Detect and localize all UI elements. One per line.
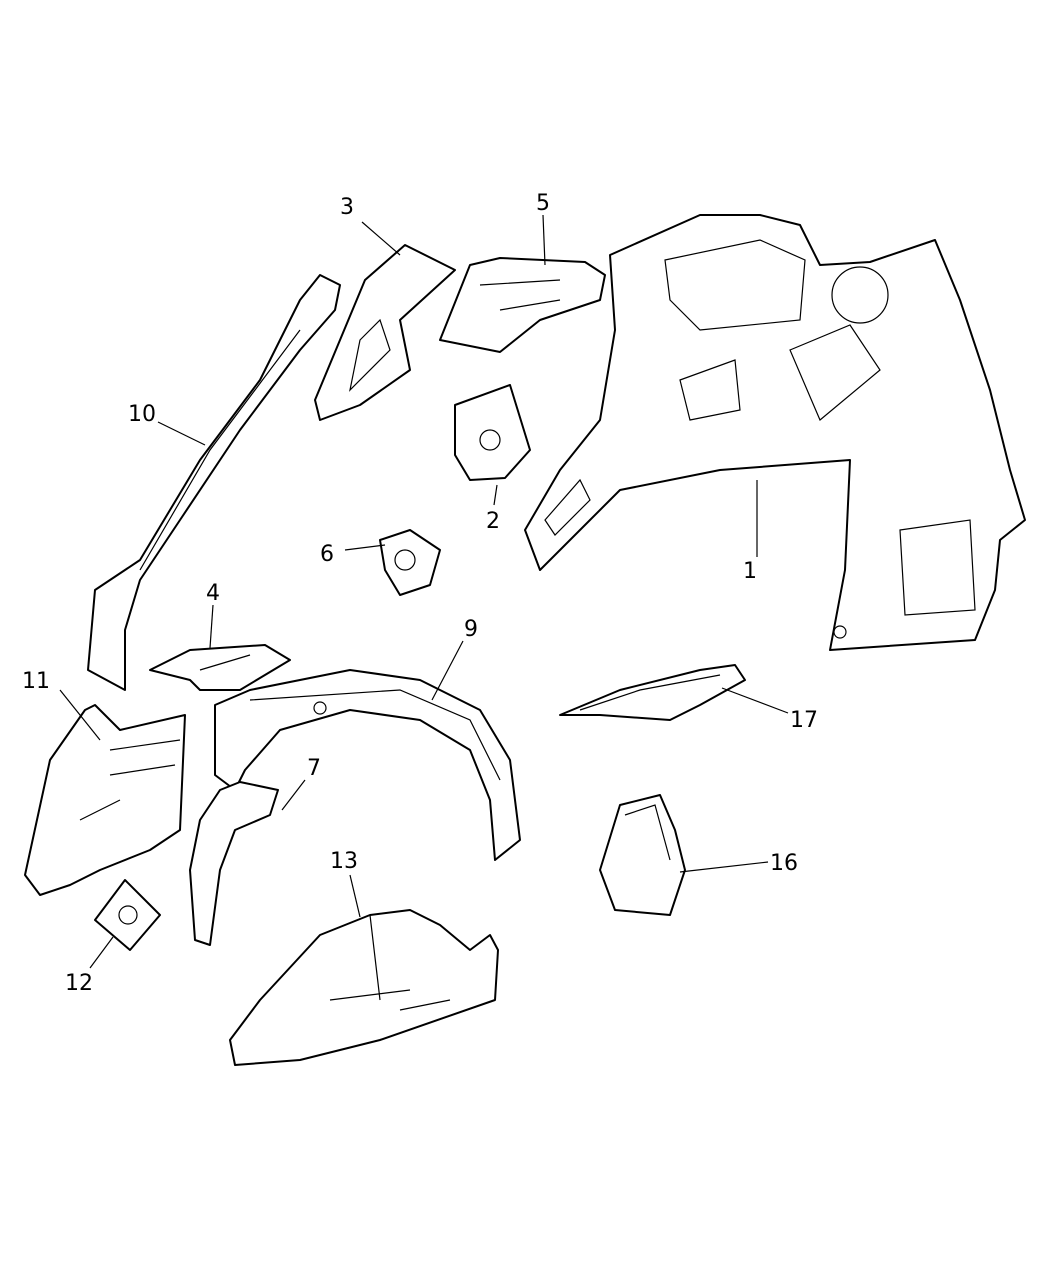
leader-17	[721, 687, 789, 714]
leader-2	[493, 484, 498, 506]
callout-9: 9	[464, 617, 478, 642]
callout-3: 3	[340, 195, 354, 220]
callout-4: 4	[206, 581, 220, 606]
callout-1: 1	[743, 559, 757, 584]
leader-4	[209, 604, 214, 649]
leader-13	[349, 874, 361, 918]
leader-lines	[59, 214, 789, 969]
leader-9	[431, 640, 464, 701]
part-6-cap	[379, 529, 441, 596]
part-3-reinforcement	[314, 244, 456, 421]
leader-10	[157, 421, 206, 446]
callout-17: 17	[790, 708, 818, 733]
part-13-liner	[229, 909, 499, 1066]
part-16-liner	[599, 794, 686, 916]
callouts: 1 2 3 4 5 6 7 9 10 11 12 13 16 17	[22, 191, 818, 996]
part-2-bracket	[454, 384, 531, 481]
leader-3	[361, 221, 401, 256]
part-12-plate	[94, 879, 161, 951]
callout-13: 13	[330, 849, 358, 874]
part-7-bracket	[189, 781, 279, 946]
callout-2: 2	[486, 509, 500, 534]
part-11-panel	[24, 704, 186, 896]
callout-10: 10	[128, 402, 156, 427]
callout-11: 11	[22, 669, 50, 694]
callout-5: 5	[536, 191, 550, 216]
callout-12: 12	[65, 971, 93, 996]
leader-5	[542, 214, 546, 266]
part-4-bracket	[149, 644, 291, 691]
part-10-pillar	[87, 274, 341, 691]
leader-11	[59, 689, 101, 741]
part-5-reinforcement	[439, 257, 606, 353]
part-1-quarter-inner-panel	[524, 214, 1026, 651]
leader-12	[89, 936, 114, 969]
leader-16	[679, 861, 769, 873]
leader-6	[344, 544, 386, 551]
leader-7	[281, 779, 306, 811]
callout-7: 7	[307, 756, 321, 781]
part-9-wheelhouse	[214, 669, 521, 861]
callout-6: 6	[320, 542, 334, 567]
part-17-seal	[559, 664, 746, 721]
callout-16: 16	[770, 851, 798, 876]
